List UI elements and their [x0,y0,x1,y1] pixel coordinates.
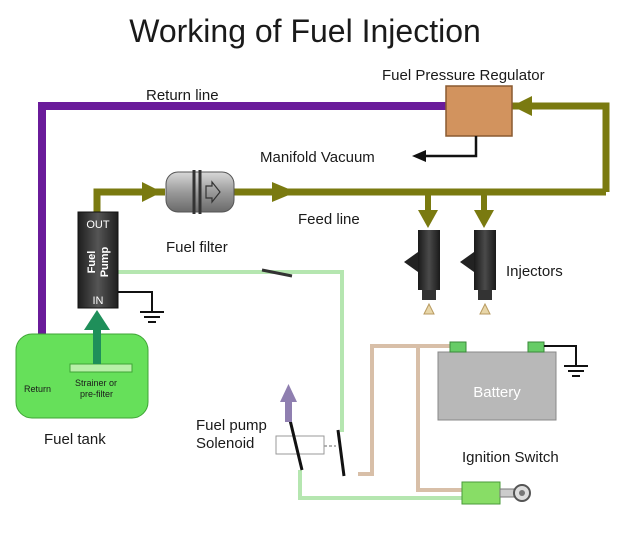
fuel-filter-label: Fuel filter [166,239,228,256]
battery-label: Battery [473,384,521,401]
fuel-pressure-regulator [445,85,513,137]
fuel-tank [15,333,149,419]
ignition-switch-label: Ignition Switch [462,449,559,466]
strainer-label-line2: pre-filter [80,389,113,399]
pump-intake-arrow-icon [84,310,110,364]
tank-return-label: Return [24,384,51,394]
ignition-switch [461,481,531,505]
manifold-vacuum-line [412,136,478,162]
pump-name-line2: Pump [99,246,111,277]
diagram-title: Working of Fuel Injection [129,13,481,49]
injector-right [460,230,496,315]
return-line-label: Return line [146,87,219,104]
pump-name-line1: Fuel [86,251,98,274]
solenoid-label-line1: Fuel pump [196,417,267,434]
fuel-filter [165,170,235,214]
battery-wire [358,344,462,492]
pump-in-label: IN [93,295,104,307]
wire-connector [261,268,293,278]
pump-out-label: OUT [86,219,110,231]
fuel-tank-label: Fuel tank [44,431,106,448]
pump-ground-icon [118,291,164,323]
flow-arrow-icon [205,180,221,204]
feed-line [93,96,610,228]
solenoid-up-arrow-icon [280,384,297,422]
injectors-label: Injectors [506,263,563,280]
battery-ground-icon [544,345,588,377]
fuel-pressure-regulator-label: Fuel Pressure Regulator [382,67,545,84]
battery [437,341,557,421]
manifold-vacuum-label: Manifold Vacuum [260,149,375,166]
fuel-pump [77,211,119,309]
injector-left [404,230,440,315]
pump-power-wire [118,270,462,500]
strainer-label-line1: Strainer or [75,378,117,388]
feed-line-label: Feed line [298,211,360,228]
fuel-pump-solenoid [275,419,346,477]
solenoid-label-line2: Solenoid [196,435,254,452]
